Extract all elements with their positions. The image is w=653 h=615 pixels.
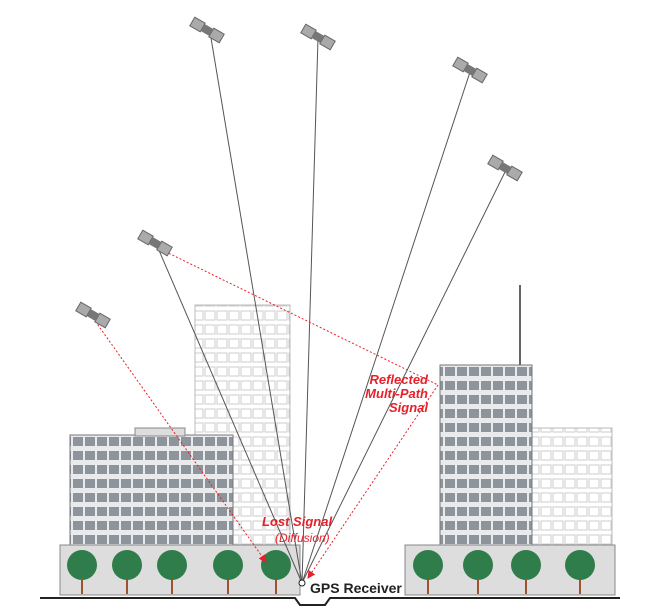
lost-signal-path	[92, 317, 267, 563]
tree-icon	[213, 550, 243, 594]
tree-icon	[511, 550, 541, 594]
tree-icon	[67, 550, 97, 594]
gps-receiver-label: GPS Receiver	[310, 580, 402, 596]
red-signal-paths	[92, 247, 439, 579]
satellite-icon	[300, 23, 336, 51]
diffusion-label: (Diffusion)	[275, 531, 330, 545]
tree-icon	[565, 550, 595, 594]
trees	[67, 550, 595, 594]
tree-icon	[463, 550, 493, 594]
reflected-line-1: Reflected	[369, 372, 428, 387]
gps-receiver-icon	[298, 579, 306, 587]
tree-icon	[413, 550, 443, 594]
signal-lines	[157, 31, 506, 584]
direct-signal-line	[301, 171, 506, 584]
reflected-path-out	[307, 384, 439, 579]
satellites	[75, 16, 523, 329]
direct-signal-line	[301, 71, 471, 584]
ground-line	[40, 597, 620, 606]
left-office-building	[69, 427, 234, 546]
reflected-line-3: Signal	[388, 400, 428, 415]
satellite-icon	[137, 229, 173, 257]
satellite-icon	[487, 154, 523, 182]
satellite-icon	[452, 56, 488, 84]
reflected-label: Reflected Multi-Path Signal	[340, 373, 428, 415]
direct-signal-line	[301, 37, 319, 584]
tree-icon	[157, 550, 187, 594]
satellite-icon	[189, 16, 225, 44]
tree-icon	[112, 550, 142, 594]
reflected-line-2: Multi-Path	[365, 386, 428, 401]
tree-icon	[261, 550, 291, 594]
satellite-icon	[75, 301, 111, 329]
direct-signal-line	[157, 247, 303, 584]
lost-signal-label: Lost Signal	[262, 514, 333, 529]
right-low-building	[531, 427, 613, 547]
right-tall-building	[439, 285, 533, 546]
direct-signal-line	[209, 31, 303, 584]
